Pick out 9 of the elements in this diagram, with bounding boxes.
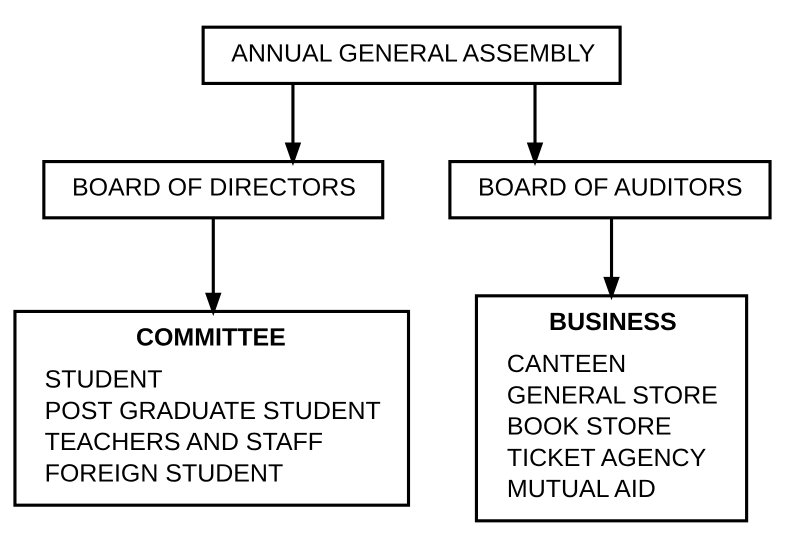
arrow: [284, 84, 302, 166]
node-box: BUSINESS CANTEEN GENERAL STORE BOOK STORE TICKET AGENCY MUTUAL AID: [474, 294, 748, 522]
node-box: BOARD OF AUDITORS: [448, 160, 772, 220]
arrow: [603, 218, 620, 300]
node-box: BOARD OF DIRECTORS: [42, 160, 384, 220]
arrow: [205, 218, 222, 316]
arrow: [526, 84, 544, 166]
node-box: COMMITTEE STUDENT POST GRADUATE STUDENT TEACHERS AND STAFF FOREIGN STUDENT: [13, 310, 410, 507]
node-box: ANNUAL GENERAL ASSEMBLY: [202, 26, 622, 86]
